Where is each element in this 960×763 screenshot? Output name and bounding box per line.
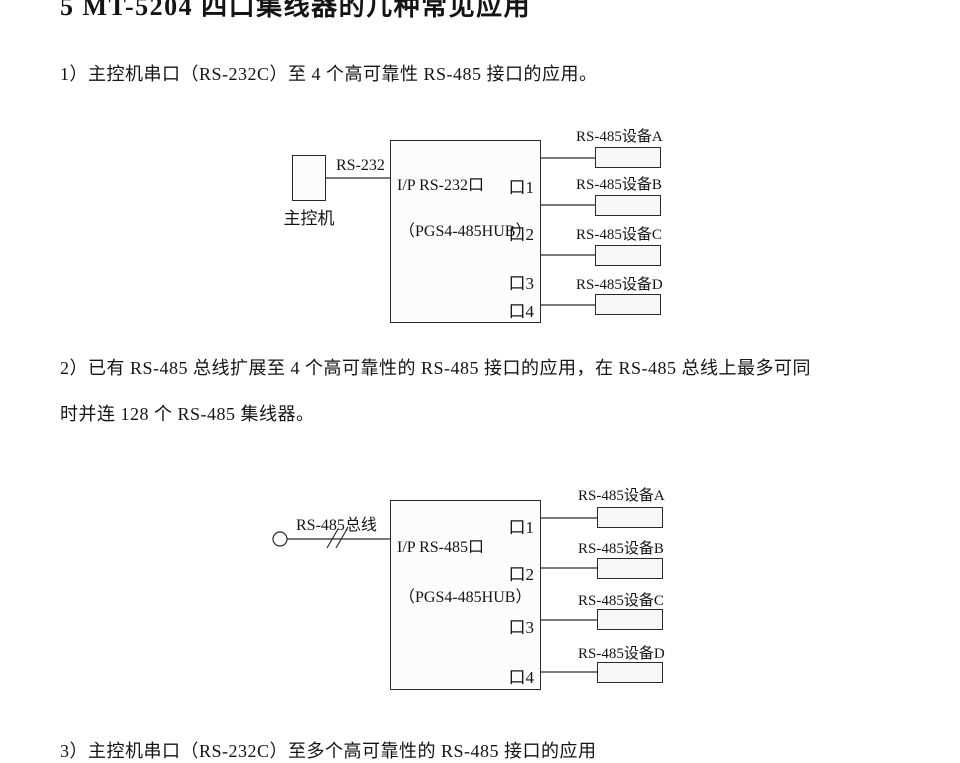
hub2-port-2-label: 口2 <box>508 565 535 584</box>
device-d-box <box>595 294 661 315</box>
hub1-port-3-label: 口3 <box>508 274 535 293</box>
hub1-port-2-label: 口2 <box>508 225 535 244</box>
device-d-label: RS-485设备D <box>576 277 663 293</box>
paragraph-2-line-2: 时并连 128 个 RS-485 集线器。 <box>60 404 315 424</box>
device-b-label: RS-485设备B <box>576 177 662 193</box>
device-d-label-2: RS-485设备D <box>578 646 665 662</box>
hub1-port-4-label: 口4 <box>508 302 535 321</box>
hub1-model-label: （PGS4-485HUB） <box>399 223 532 240</box>
device-b-box <box>595 195 661 216</box>
paragraph-1: 1）主控机串口（RS-232C）至 4 个高可靠性 RS-485 接口的应用。 <box>60 64 598 84</box>
hub2-model-label: （PGS4-485HUB） <box>399 589 532 606</box>
host-computer-label: 主控机 <box>283 209 335 228</box>
host-computer-box <box>292 155 326 201</box>
device-c-label: RS-485设备C <box>576 227 662 243</box>
hub2-input-label: I/P RS-485口 <box>397 539 484 556</box>
bus-terminal-circle <box>272 531 288 547</box>
device-a-label: RS-485设备A <box>576 129 663 145</box>
device-a-box <box>595 147 661 168</box>
hub1-input-label: I/P RS-232口 <box>397 177 484 194</box>
hub1-port-1-label: 口1 <box>508 178 535 197</box>
device-c-box-2 <box>597 609 663 630</box>
hub-box-1: I/P RS-232口 （PGS4-485HUB） 口1 口2 口3 口4 <box>390 140 541 323</box>
hub2-port-3-label: 口3 <box>508 618 535 637</box>
device-c-box <box>595 245 661 266</box>
device-b-box-2 <box>597 558 663 579</box>
paragraph-2-line-1: 2）已有 RS-485 总线扩展至 4 个高可靠性的 RS-485 接口的应用，… <box>60 358 812 378</box>
section-heading: 5 MT-5204 四口集线器的几种常见应用 <box>60 0 532 21</box>
device-c-label-2: RS-485设备C <box>578 593 664 609</box>
hub-box-2: I/P RS-485口 （PGS4-485HUB） 口1 口2 口3 口4 <box>390 500 541 690</box>
hub2-port-4-label: 口4 <box>508 668 535 687</box>
rs485-bus-label: RS-485总线 <box>296 517 377 534</box>
device-b-label-2: RS-485设备B <box>578 541 664 557</box>
device-a-label-2: RS-485设备A <box>578 488 665 504</box>
rs232-link-label: RS-232 <box>336 157 385 174</box>
device-d-box-2 <box>597 662 663 683</box>
hub2-port-1-label: 口1 <box>508 518 535 537</box>
paragraph-3: 3）主控机串口（RS-232C）至多个高可靠性的 RS-485 接口的应用 <box>60 741 597 761</box>
device-a-box-2 <box>597 507 663 528</box>
